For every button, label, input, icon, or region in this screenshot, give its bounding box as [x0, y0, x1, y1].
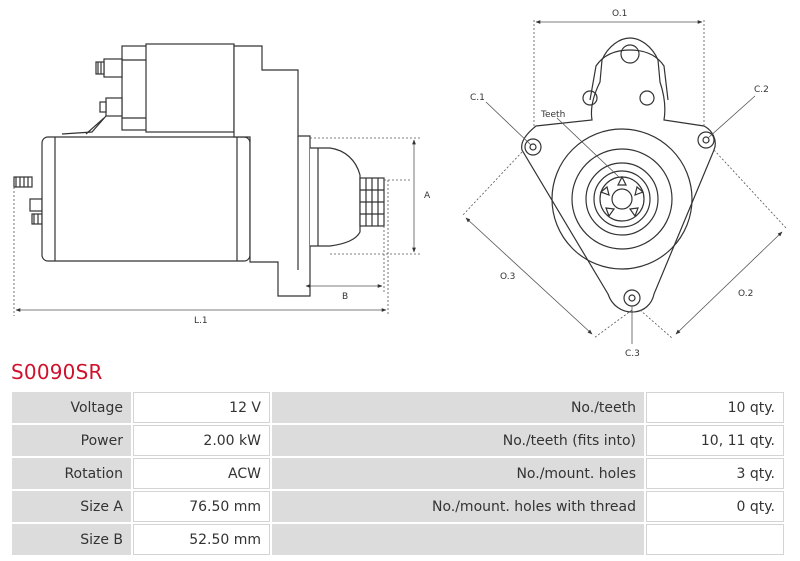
dim-label-c3: C.3	[625, 349, 640, 359]
spec-value-empty	[646, 524, 784, 555]
spec-row: Power 2.00 kW No./teeth (fits into) 10, …	[12, 425, 784, 456]
dim-label-a: A	[424, 191, 431, 201]
terminal-bolts-left	[13, 176, 47, 225]
spec-row: Size A 76.50 mm No./mount. holes with th…	[12, 491, 784, 522]
mount-hole-c1	[524, 138, 542, 156]
spec-value: ACW	[133, 458, 270, 489]
solenoid-terminals	[61, 58, 123, 135]
spec-value: 12 V	[133, 392, 270, 423]
spec-value: 0 qty.	[646, 491, 784, 522]
dim-label-o1: O.1	[612, 9, 627, 19]
spec-label: No./teeth	[272, 392, 644, 423]
mounting-flange	[521, 37, 716, 313]
dim-label-l1: L.1	[194, 316, 208, 326]
spec-value: 52.50 mm	[133, 524, 270, 555]
housing-ring	[551, 128, 693, 270]
front-dimensions	[461, 20, 787, 344]
front-view	[521, 37, 716, 313]
spec-value: 2.00 kW	[133, 425, 270, 456]
dim-label-teeth: Teeth	[540, 110, 565, 120]
spec-row: Voltage 12 V No./teeth 10 qty.	[12, 392, 784, 423]
spec-table: Voltage 12 V No./teeth 10 qty. Power 2.0…	[10, 390, 786, 557]
dim-label-b: B	[342, 292, 348, 302]
spec-label: Power	[12, 425, 131, 456]
spec-label: No./mount. holes with thread	[272, 491, 644, 522]
spec-row: Size B 52.50 mm	[12, 524, 784, 555]
dim-label-o2: O.2	[738, 289, 753, 299]
spec-label: Size A	[12, 491, 131, 522]
mount-hole-c2	[697, 131, 715, 149]
dim-label-c1: C.1	[470, 93, 485, 103]
part-number-title: S0090SR	[11, 360, 103, 384]
spec-value: 76.50 mm	[133, 491, 270, 522]
spec-label-empty	[272, 524, 644, 555]
spec-label: No./mount. holes	[272, 458, 644, 489]
motor-housing	[41, 136, 251, 262]
spec-label: No./teeth (fits into)	[272, 425, 644, 456]
spec-value: 3 qty.	[646, 458, 784, 489]
dim-label-o3: O.3	[500, 272, 515, 282]
spec-row: Rotation ACW No./mount. holes 3 qty.	[12, 458, 784, 489]
side-dimensions	[13, 137, 420, 316]
spec-value: 10, 11 qty.	[646, 425, 784, 456]
technical-drawing: A B L.1	[13, 9, 787, 359]
dim-label-c2: C.2	[754, 85, 769, 95]
side-view	[13, 43, 385, 297]
pinion-gear	[599, 175, 645, 222]
spec-label: Rotation	[12, 458, 131, 489]
drive-housing	[233, 45, 311, 297]
spec-label: Size B	[12, 524, 131, 555]
spec-label: Voltage	[12, 392, 131, 423]
spec-value: 10 qty.	[646, 392, 784, 423]
